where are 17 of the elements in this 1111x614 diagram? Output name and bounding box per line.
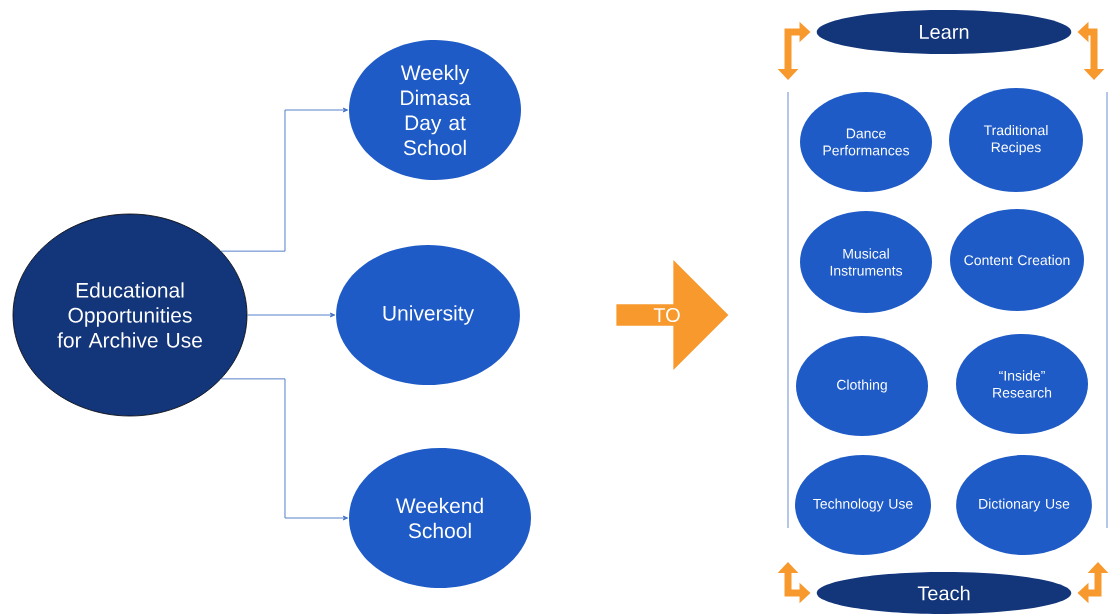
ellipse-node: Weekend School bbox=[349, 448, 531, 588]
ellipse-node: Educational Opportunities for Archive Use bbox=[12, 213, 248, 417]
ellipse-node: “Inside” Research bbox=[956, 334, 1088, 434]
ellipse-node: Dictionary Use bbox=[956, 455, 1092, 555]
ellipse-node: Technology Use bbox=[795, 455, 931, 555]
connector-arrow bbox=[220, 378, 349, 521]
connector-arrow bbox=[246, 312, 336, 318]
ellipse-node: University bbox=[336, 245, 520, 385]
ellipse-node: Teach bbox=[816, 572, 1072, 614]
ellipse-node: Learn bbox=[816, 10, 1072, 54]
ellipse-node: Content Creation bbox=[950, 209, 1084, 311]
ellipse-node: Musical Instruments bbox=[800, 211, 932, 313]
ellipse-node: Traditional Recipes bbox=[949, 88, 1083, 192]
connector-arrow bbox=[220, 107, 349, 252]
ellipse-node: Clothing bbox=[796, 336, 928, 436]
ellipse-node: Dance Performances bbox=[800, 92, 932, 192]
ellipse-node: Weekly Dimasa Day at School bbox=[349, 40, 521, 180]
